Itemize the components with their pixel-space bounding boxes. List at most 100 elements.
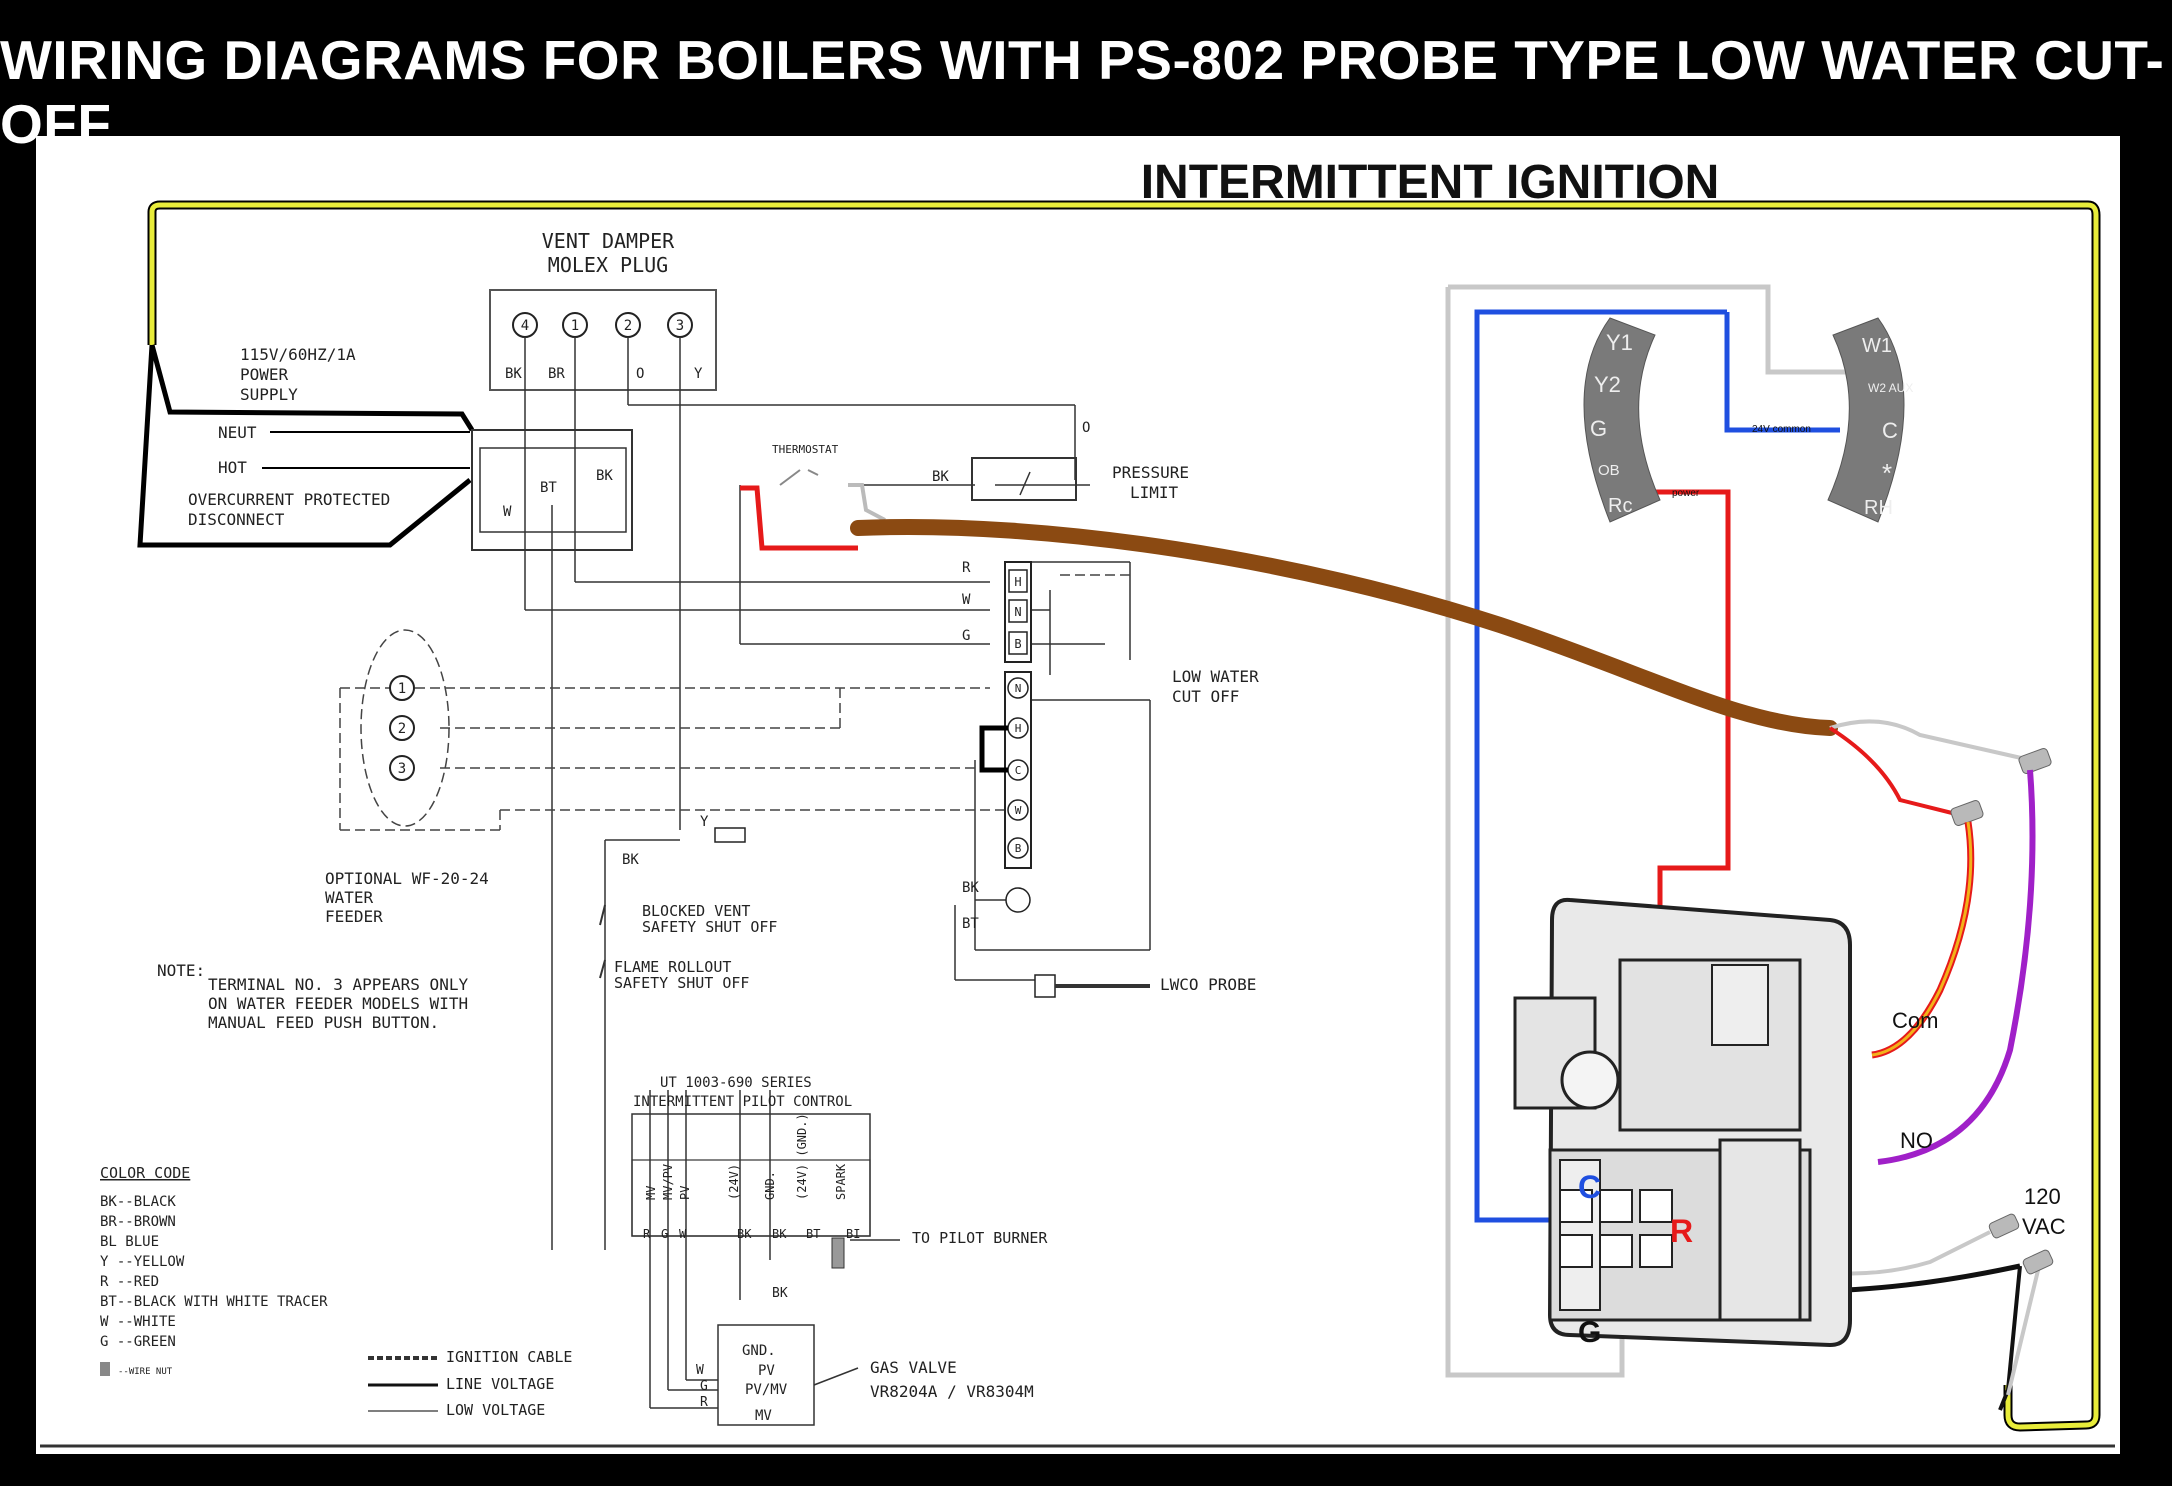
svg-text:MV: MV <box>644 1186 658 1200</box>
title-banner: WIRING DIAGRAMS FOR BOILERS WITH PS-802 … <box>0 29 2172 155</box>
svg-text:BT: BT <box>962 916 979 932</box>
svg-text:COLOR CODE: COLOR CODE <box>100 1164 190 1182</box>
svg-text:2: 2 <box>398 721 406 737</box>
vac-label-1: 120 <box>2024 1184 2061 1209</box>
svg-text:LIMIT: LIMIT <box>1130 483 1179 502</box>
svg-text:G: G <box>700 1379 708 1394</box>
svg-text:GND.: GND. <box>742 1343 776 1359</box>
safety-switches: Y BK BLOCKED VENT SAFETY SHUT OFF FLAME … <box>599 814 777 992</box>
power-supply: 115V/60HZ/1A POWER SUPPLY NEUT HOT OVERC… <box>137 344 633 551</box>
svg-text:R: R <box>643 1227 651 1241</box>
svg-text:BK: BK <box>622 852 639 868</box>
svg-text:R: R <box>700 1395 708 1410</box>
svg-text:RH: RH <box>1864 497 1893 519</box>
svg-text:GND.: GND. <box>763 1171 777 1200</box>
svg-text:UT 1003-690 SERIES: UT 1003-690 SERIES <box>660 1075 812 1091</box>
svg-text:BT: BT <box>806 1227 820 1241</box>
svg-text:W --WHITE: W --WHITE <box>100 1314 176 1330</box>
svg-text:VENT DAMPER: VENT DAMPER <box>542 229 675 253</box>
svg-text:MV/PV: MV/PV <box>661 1164 675 1200</box>
svg-text:N: N <box>1014 605 1021 619</box>
thermostat-red-wire <box>740 485 858 551</box>
svg-text:Y2: Y2 <box>1594 372 1621 397</box>
svg-text:G --GREEN: G --GREEN <box>100 1334 176 1350</box>
svg-text:LWCO PROBE: LWCO PROBE <box>1160 975 1256 994</box>
svg-text:PV: PV <box>758 1363 775 1379</box>
svg-text:SUPPLY: SUPPLY <box>240 385 298 404</box>
svg-text:O: O <box>1082 420 1090 436</box>
svg-text:R: R <box>962 560 971 576</box>
svg-text:B: B <box>1015 842 1022 855</box>
water-feeder: 1 2 3 OPTIONAL WF-20-24 WATER FEEDER <box>325 629 489 926</box>
svg-text:INTERMITTENT PILOT CONTROL: INTERMITTENT PILOT CONTROL <box>633 1094 852 1110</box>
svg-text:W1: W1 <box>1862 335 1892 357</box>
schematic-lines <box>524 337 1151 1409</box>
svg-text:W: W <box>962 592 971 608</box>
svg-text:G: G <box>661 1227 668 1241</box>
svg-text:3: 3 <box>398 761 406 777</box>
svg-text:G: G <box>962 628 970 644</box>
svg-text:2: 2 <box>624 318 632 334</box>
svg-text:B: B <box>1014 637 1021 651</box>
svg-text:TO PILOT BURNER: TO PILOT BURNER <box>912 1229 1048 1247</box>
vent-damper-plug: VENT DAMPER MOLEX PLUG 4 1 2 3 BK BR O Y <box>489 229 717 391</box>
svg-text:4: 4 <box>521 318 529 334</box>
svg-text:(24V): (24V) <box>727 1164 741 1200</box>
svg-text:LOW VOLTAGE: LOW VOLTAGE <box>446 1401 545 1419</box>
svg-text:OPTIONAL WF-20-24: OPTIONAL WF-20-24 <box>325 869 489 888</box>
svg-text:H: H <box>1014 575 1021 589</box>
com-label: Com <box>1892 1008 1938 1033</box>
svg-text:MV: MV <box>755 1408 772 1424</box>
svg-text:DISCONNECT: DISCONNECT <box>188 510 285 529</box>
no-wire <box>1877 769 2036 1165</box>
subtitle: INTERMITTENT IGNITION <box>1141 156 1720 209</box>
svg-text:MOLEX PLUG: MOLEX PLUG <box>548 253 668 277</box>
svg-text:115V/60HZ/1A: 115V/60HZ/1A <box>240 345 356 364</box>
wire-nut <box>1950 800 1984 826</box>
svg-text:Y: Y <box>694 366 703 382</box>
low-voltage-lines <box>339 574 1130 831</box>
page-title: WIRING DIAGRAMS FOR BOILERS WITH PS-802 … <box>0 29 2165 155</box>
svg-text:BT--BLACK WITH WHITE TRACER: BT--BLACK WITH WHITE TRACER <box>100 1294 328 1310</box>
svg-text:BK: BK <box>772 1227 787 1241</box>
svg-text:LOW WATER: LOW WATER <box>1172 667 1259 686</box>
svg-text:W: W <box>1015 804 1022 817</box>
svg-text:BK: BK <box>772 1286 788 1301</box>
svg-text:R --RED: R --RED <box>100 1274 159 1290</box>
svg-text:TERMINAL NO. 3 APPEARS ONLY: TERMINAL NO. 3 APPEARS ONLY <box>208 975 468 994</box>
relay-c-label: C <box>1578 1169 1601 1205</box>
svg-text:*: * <box>1882 458 1892 488</box>
svg-text:Y: Y <box>700 814 709 830</box>
svg-text:VR8204A / VR8304M: VR8204A / VR8304M <box>870 1382 1034 1401</box>
svg-text:CUT OFF: CUT OFF <box>1172 687 1239 706</box>
svg-text:BLOCKED VENT: BLOCKED VENT <box>642 902 750 920</box>
svg-text:IGNITION CABLE: IGNITION CABLE <box>446 1348 572 1366</box>
note: NOTE: TERMINAL NO. 3 APPEARS ONLY ON WAT… <box>157 961 468 1032</box>
thermostat-and-pressure-limit: THERMOSTAT BK O PRESSURE LIMIT <box>772 420 1189 502</box>
svg-text:POWER: POWER <box>240 365 289 384</box>
relay-r-label: R <box>1670 1213 1693 1249</box>
svg-text:NOTE:: NOTE: <box>157 961 205 980</box>
svg-text:FLAME ROLLOUT: FLAME ROLLOUT <box>614 958 731 976</box>
svg-text:BL BLUE: BL BLUE <box>100 1234 159 1250</box>
svg-text:O: O <box>636 366 644 382</box>
blue-wire <box>1474 309 1840 1223</box>
svg-text:OVERCURRENT PROTECTED: OVERCURRENT PROTECTED <box>188 490 390 509</box>
svg-text:PV/MV: PV/MV <box>745 1382 788 1398</box>
svg-text:BK--BLACK: BK--BLACK <box>100 1194 176 1210</box>
svg-text:SAFETY SHUT OFF: SAFETY SHUT OFF <box>642 918 777 936</box>
svg-text:PRESSURE: PRESSURE <box>1112 463 1189 482</box>
svg-text:1: 1 <box>571 318 579 334</box>
svg-text:BK: BK <box>505 366 522 382</box>
svg-text:BR--BROWN: BR--BROWN <box>100 1214 176 1230</box>
relay-device <box>1513 897 1852 1348</box>
svg-text:C: C <box>1015 764 1022 777</box>
svg-text:HOT: HOT <box>218 458 247 477</box>
vac-label-2: VAC <box>2022 1214 2066 1239</box>
svg-text:WATER: WATER <box>325 888 374 907</box>
svg-text:THERMOSTAT: THERMOSTAT <box>772 443 839 456</box>
svg-text:OB: OB <box>1598 462 1620 479</box>
svg-text:N: N <box>1015 682 1022 695</box>
